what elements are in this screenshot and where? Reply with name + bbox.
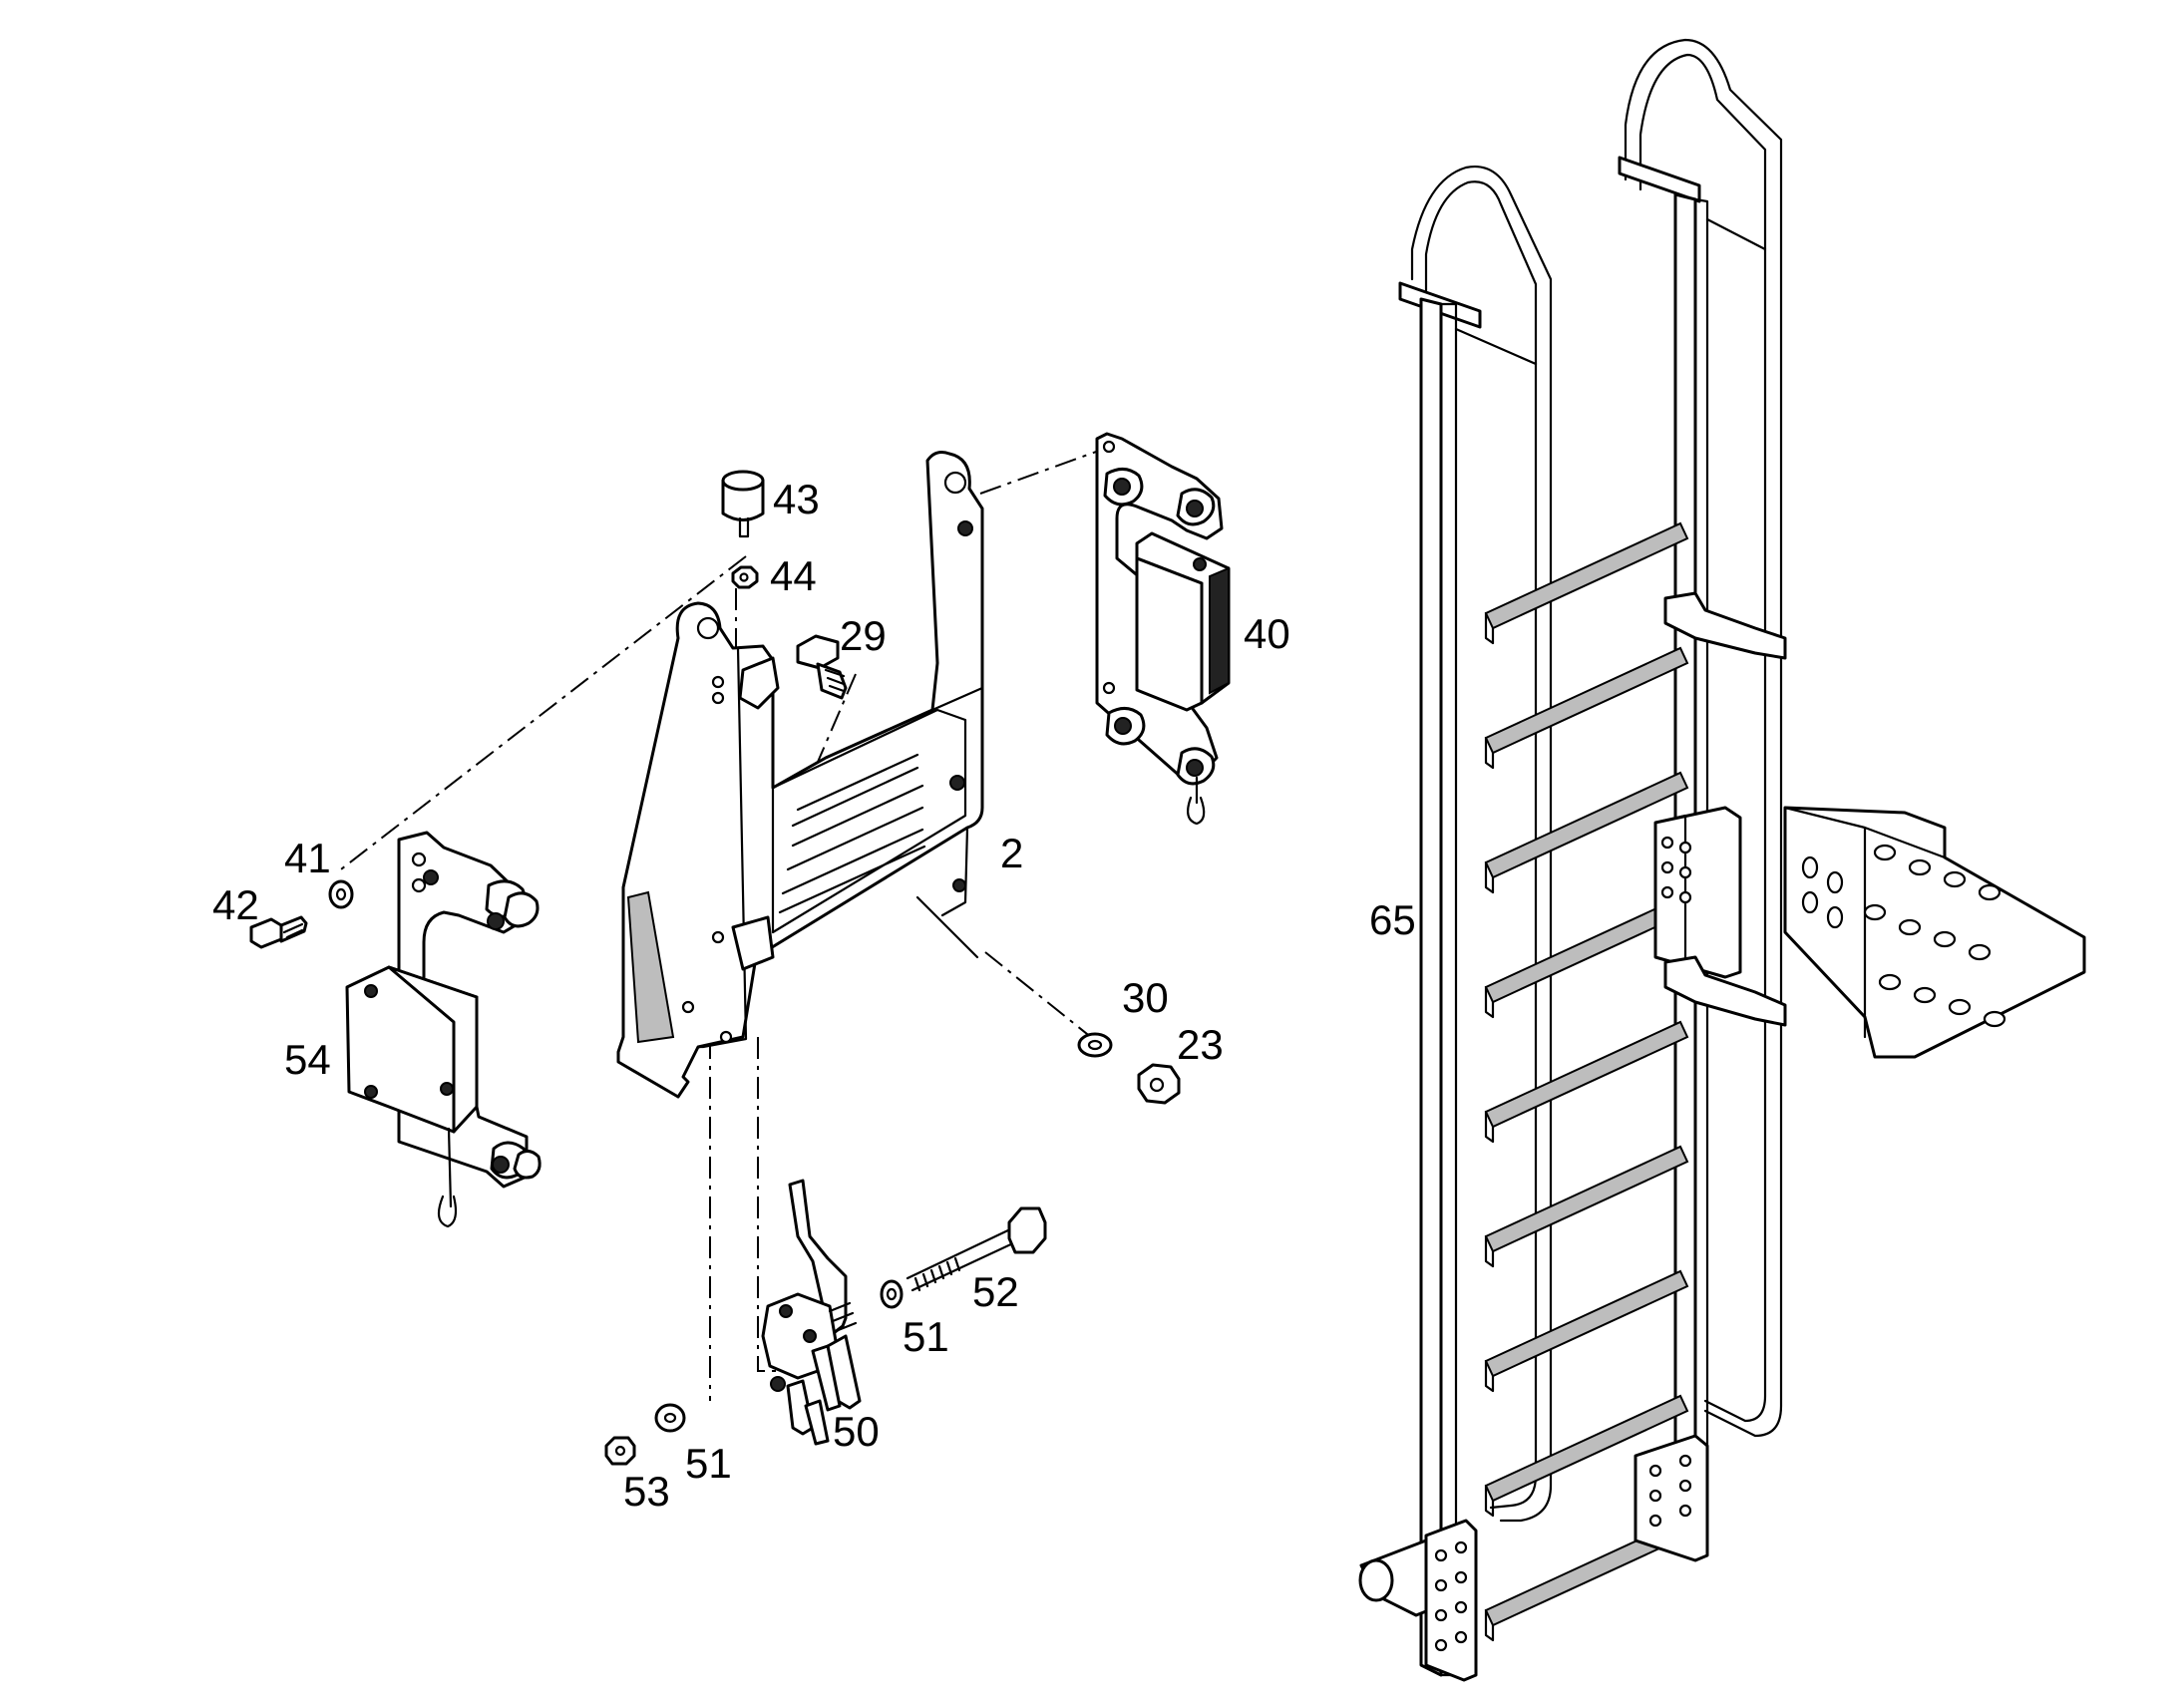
part-43-bump-stop <box>721 470 765 538</box>
ladder-rungs <box>1484 521 1689 1642</box>
part-44-nut <box>731 565 759 589</box>
part-30-washer <box>1077 1032 1113 1058</box>
part-52-bolt <box>906 1206 1047 1292</box>
part-40-dampener-assembly <box>1095 432 1231 826</box>
callout-43: 43 <box>773 476 820 522</box>
callout-29: 29 <box>840 612 887 659</box>
part-54-dampener-assembly <box>345 831 542 1228</box>
callout-23: 23 <box>1177 1021 1224 1068</box>
callout-51-lower: 51 <box>685 1440 732 1487</box>
part-53-nut <box>604 1436 636 1466</box>
callout-2: 2 <box>1000 830 1023 876</box>
part-29-pin <box>796 634 848 700</box>
ladder-step-platform <box>1783 806 2086 1059</box>
callout-44: 44 <box>770 552 817 599</box>
callout-50: 50 <box>833 1408 880 1455</box>
callout-labels: 43 44 29 40 2 41 42 30 23 54 52 51 50 51… <box>212 476 1416 1515</box>
part-23-nut <box>1137 1063 1181 1105</box>
part-51-washer-lower <box>654 1403 686 1433</box>
callout-54: 54 <box>284 1036 331 1083</box>
part-41-washer <box>328 879 354 909</box>
callout-52: 52 <box>972 1268 1019 1315</box>
callout-65: 65 <box>1369 896 1416 943</box>
assembly-leader-lines <box>336 450 1100 1401</box>
part-42-bolt <box>249 915 308 949</box>
callout-42: 42 <box>212 881 259 928</box>
part-50-latch-assembly <box>761 1179 862 1446</box>
part-65-ladder <box>1358 38 2086 1682</box>
callout-40: 40 <box>1244 610 1290 657</box>
callout-51-upper: 51 <box>903 1313 949 1360</box>
callout-41: 41 <box>284 835 331 881</box>
part-51-washer-upper <box>880 1279 904 1309</box>
part-2-main-bracket <box>616 451 984 1099</box>
callout-53: 53 <box>623 1468 670 1515</box>
callout-30: 30 <box>1122 974 1169 1021</box>
